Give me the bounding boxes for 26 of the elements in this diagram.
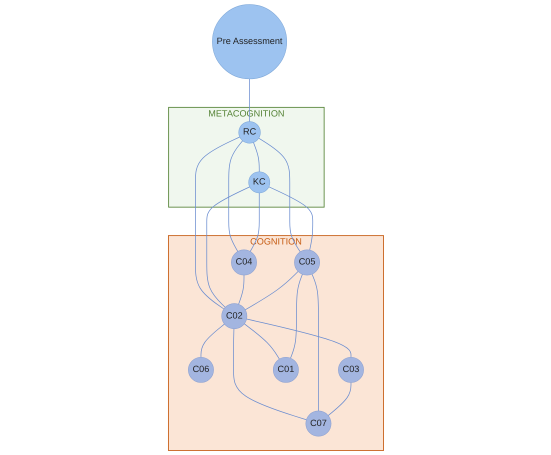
node-circle: Pre Assessment bbox=[212, 4, 287, 80]
connector bbox=[246, 318, 351, 358]
connector bbox=[200, 324, 224, 358]
connector bbox=[244, 323, 280, 360]
node-circle: C05 bbox=[294, 250, 320, 276]
connector bbox=[252, 142, 260, 172]
connector bbox=[244, 271, 298, 310]
node-circle: RC bbox=[238, 121, 260, 144]
node-circle: C01 bbox=[272, 356, 298, 383]
node-circle: KC bbox=[248, 171, 270, 194]
node-circle: C07 bbox=[305, 410, 331, 436]
connector bbox=[290, 274, 302, 358]
connector bbox=[311, 274, 318, 412]
node-circle: C06 bbox=[188, 356, 214, 383]
connector bbox=[249, 192, 260, 252]
node-circle: C02 bbox=[220, 303, 247, 330]
connector bbox=[194, 136, 240, 310]
node-circle: C04 bbox=[230, 250, 256, 276]
connector bbox=[248, 78, 250, 122]
connector bbox=[238, 274, 244, 305]
connector bbox=[327, 382, 351, 416]
connector bbox=[206, 186, 250, 308]
node-circle: C03 bbox=[338, 356, 364, 383]
connector bbox=[232, 328, 306, 420]
connector bbox=[258, 138, 300, 252]
connector bbox=[228, 140, 243, 252]
